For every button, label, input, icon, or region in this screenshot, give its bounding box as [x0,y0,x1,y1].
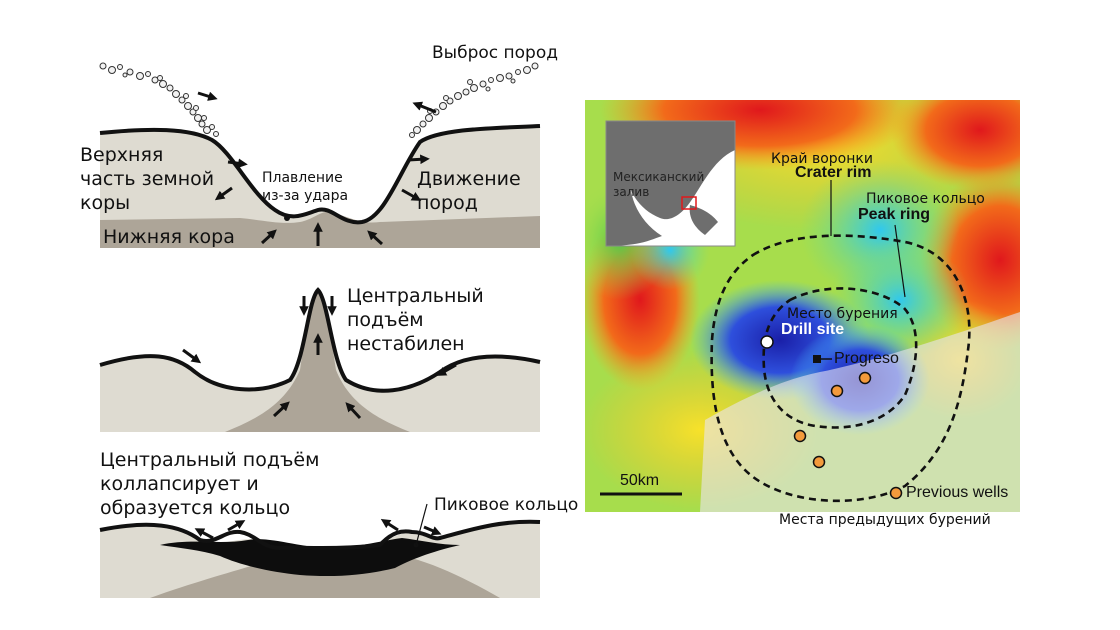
lower-crust-label: Нижняя кора [103,226,235,248]
panel-central-uplift [99,287,541,432]
crater-rim-ru-label: Край воронки [771,151,873,167]
inset-map [605,120,736,247]
previous-wells-ru-label: Места предыдущих бурений [779,512,991,528]
peak-ring-en-label: Peak ring [858,206,931,223]
crater-rim-line [710,234,971,503]
upper-crust-label: Верхняя часть земной коры [80,144,215,214]
drill-site-ru-label: Место бурения [787,306,898,322]
collapse-label: Центральный подъём коллапсирует и образу… [100,449,320,519]
ejecta-arrow-left [197,91,218,101]
impact-melt-label: Плавление из-за удара [262,170,349,204]
peak-ring-label: Пиковое кольцо [434,495,579,515]
previous-wells-en-label: Previous wells [906,484,1009,501]
progreso-label: Progreso [834,350,899,367]
gravity-anomaly-map [585,100,1020,512]
panel-impact-excavation [99,62,541,248]
peak-ring-ru-label: Пиковое кольцо [866,191,985,207]
drill-site-marker [760,335,774,349]
uplift-label: Центральный подъём нестабилен [347,285,484,355]
scale-label: 50km [620,472,660,489]
drill-site-en-label: Drill site [781,321,845,338]
ejecta-label: Выброс пород [432,43,558,63]
ejecta-rocks [99,62,539,138]
panel-peak-ring [99,503,541,598]
melt-sheet [160,538,460,577]
progreso-marker [813,355,821,363]
upper-crust [100,126,540,248]
peak-ring-line [762,287,918,429]
ejecta-arrow-right [412,101,437,114]
inset-label: Мексиканский залив [613,170,705,199]
land-overlay [700,312,1020,512]
previous-wells-markers [793,371,903,500]
crater-rim-en-label: Crater rim [795,164,872,181]
lower-crust [225,292,410,432]
rock-motion-label: Движение пород [417,168,521,214]
